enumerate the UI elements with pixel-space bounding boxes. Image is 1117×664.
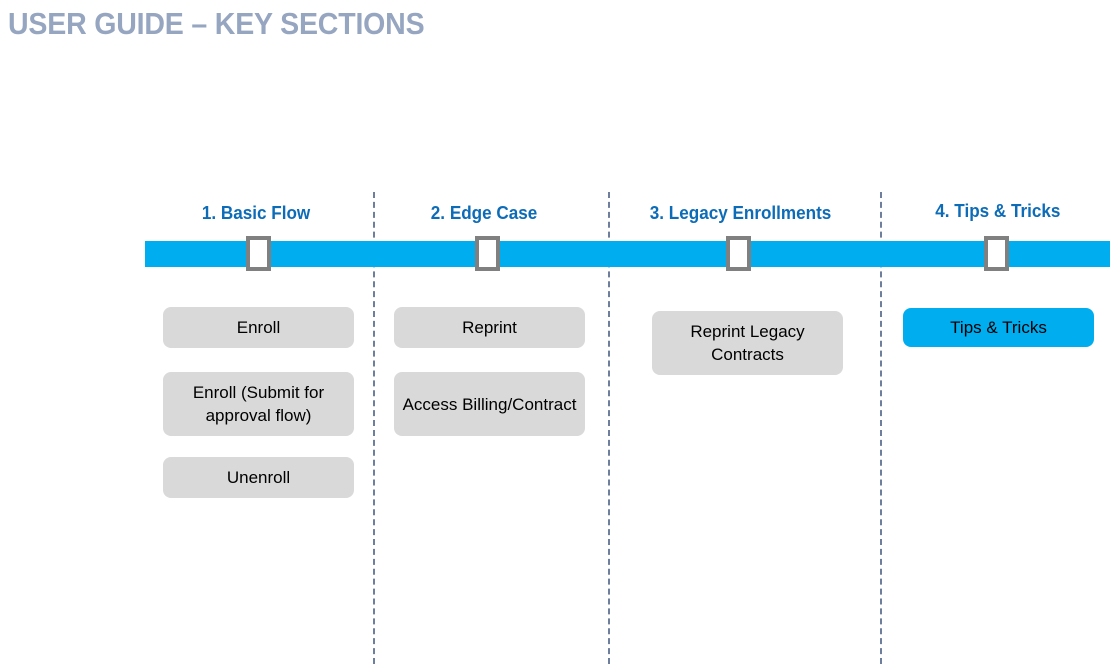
- item-box-label: Reprint: [462, 318, 517, 337]
- column-header-basic-flow: 1. Basic Flow: [201, 203, 311, 223]
- page-title: USER GUIDE – KEY SECTIONS: [8, 6, 425, 41]
- column-divider-1: [373, 192, 375, 664]
- item-box-tips-and-tricks[interactable]: Tips & Tricks: [903, 308, 1094, 347]
- timeline-marker-3[interactable]: [726, 236, 751, 271]
- timeline-marker-1[interactable]: [246, 236, 271, 271]
- item-box-reprint[interactable]: Reprint: [394, 307, 585, 348]
- column-divider-3: [880, 192, 882, 664]
- item-box-label: Enroll: [236, 318, 281, 337]
- column-header-tips-and-tricks: 4. Tips & Tricks: [935, 201, 1061, 221]
- column-header-legacy-enrollments: 3. Legacy Enrollments: [649, 203, 832, 223]
- timeline-bar: [145, 241, 1110, 267]
- column-header-edge-case: 2. Edge Case: [430, 203, 538, 223]
- item-box-access-billing-contract[interactable]: Access Billing/Contract: [394, 372, 585, 436]
- item-box-label: Tips & Tricks: [950, 318, 1047, 337]
- column-divider-2: [608, 192, 610, 664]
- item-box-enroll-submit-for-approval-flow[interactable]: Enroll (Submit for approval flow): [163, 372, 354, 436]
- item-box-enroll[interactable]: Enroll: [163, 307, 354, 348]
- timeline-marker-2[interactable]: [475, 236, 500, 271]
- item-box-unenroll[interactable]: Unenroll: [163, 457, 354, 498]
- item-box-label: Reprint Legacy Contracts: [690, 322, 805, 364]
- item-box-label: Unenroll: [226, 468, 291, 487]
- item-box-label: Access Billing/Contract: [402, 394, 577, 414]
- timeline-marker-4[interactable]: [984, 236, 1009, 271]
- item-box-label: Enroll (Submit for approval flow): [192, 383, 325, 425]
- item-box-reprint-legacy-contracts[interactable]: Reprint Legacy Contracts: [652, 311, 843, 375]
